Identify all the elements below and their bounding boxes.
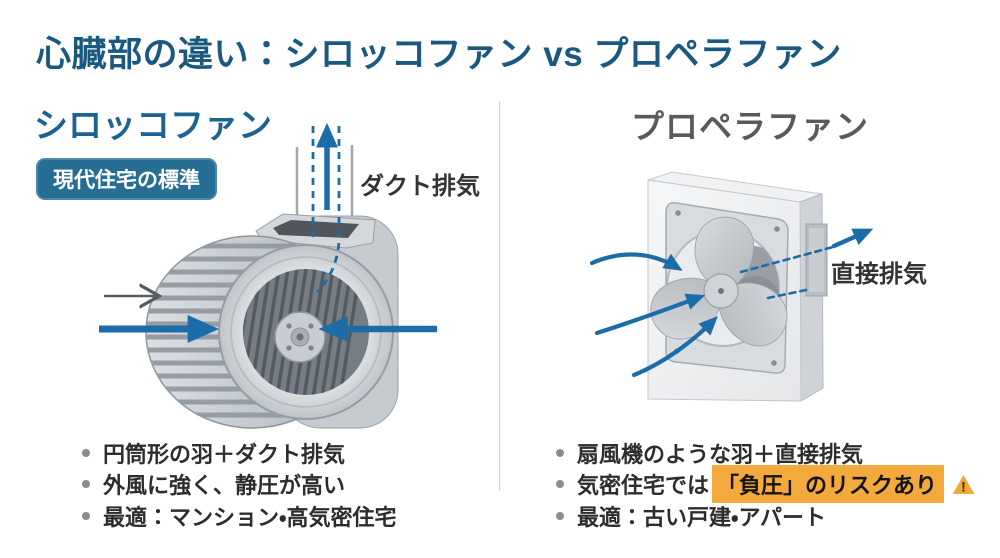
screw bbox=[771, 360, 777, 366]
sirocco-fan-body bbox=[145, 213, 399, 429]
bullet-text: 外風に強く、静圧が高い bbox=[103, 473, 346, 499]
bullet-dot bbox=[82, 480, 90, 489]
bullet-text: 気密住宅では bbox=[577, 473, 710, 499]
direct-exhaust-flow bbox=[589, 228, 874, 378]
screw bbox=[774, 226, 780, 232]
outlet-opening bbox=[273, 220, 359, 238]
list-item: 外風に強く、静圧が高い bbox=[82, 469, 512, 501]
duct-walls bbox=[295, 145, 354, 224]
sirocco-bullets: 円筒形の羽＋ダクト排気 外風に強く、静圧が高い 最適：マンション・高気密住宅 bbox=[82, 437, 512, 532]
list-item: 最適：マンション・高気密住宅 bbox=[82, 500, 512, 532]
bullet-dot bbox=[82, 511, 90, 520]
negative-pressure-risk-highlight: 「負圧」のリスクあり bbox=[712, 465, 945, 504]
intake-curve-arrow bbox=[589, 252, 683, 271]
bullet-dot bbox=[556, 448, 564, 457]
bullet-text: 最適：古い戸建・アパート bbox=[577, 504, 827, 530]
modern-standard-badge: 現代住宅の標準 bbox=[36, 158, 217, 200]
list-item: 最適：古い戸建・アパート bbox=[556, 500, 986, 532]
bullet-text: 扇風機のような羽＋直接排気 bbox=[577, 441, 864, 467]
intake-curve-arrow bbox=[631, 316, 718, 378]
bullet-dot bbox=[82, 448, 90, 457]
intake-curve-arrow bbox=[594, 293, 706, 336]
duct-exhaust-label: ダクト排気 bbox=[360, 173, 480, 200]
screw bbox=[675, 210, 681, 216]
sirocco-heading: シロッコファン bbox=[34, 107, 272, 145]
sirocco-fan-illustration bbox=[99, 122, 437, 429]
list-item: 扇風機のような羽＋直接排気 bbox=[556, 437, 986, 469]
bullet-text: 最適：マンション・高気密住宅 bbox=[103, 504, 397, 530]
duct-exhaust-flow bbox=[311, 122, 341, 293]
propeller-heading: プロペラファン bbox=[631, 108, 869, 145]
column-divider bbox=[499, 102, 500, 490]
propeller-fan-illustration bbox=[589, 171, 874, 402]
page-title: 心臓部の違い：シロッコファン vs プロペラファン bbox=[36, 35, 842, 74]
warning-icon: ! bbox=[952, 474, 975, 494]
intake-arrows bbox=[99, 296, 437, 343]
bullet-text: 円筒形の羽＋ダクト排気 bbox=[103, 441, 346, 467]
warning-exclamation: ! bbox=[961, 478, 966, 494]
direct-exhaust-label: 直接排気 bbox=[831, 261, 927, 288]
propeller-bullets: 扇風機のような羽＋直接排気 気密住宅では 「負圧」のリスクあり ! 最適：古い戸… bbox=[556, 437, 986, 532]
exhaust-out-arrow bbox=[831, 228, 874, 249]
bullet-dot bbox=[556, 511, 564, 520]
list-item: 気密住宅では 「負圧」のリスクあり ! bbox=[556, 465, 986, 504]
bullet-dot bbox=[556, 480, 564, 489]
list-item: 円筒形の羽＋ダクト排気 bbox=[82, 437, 512, 469]
